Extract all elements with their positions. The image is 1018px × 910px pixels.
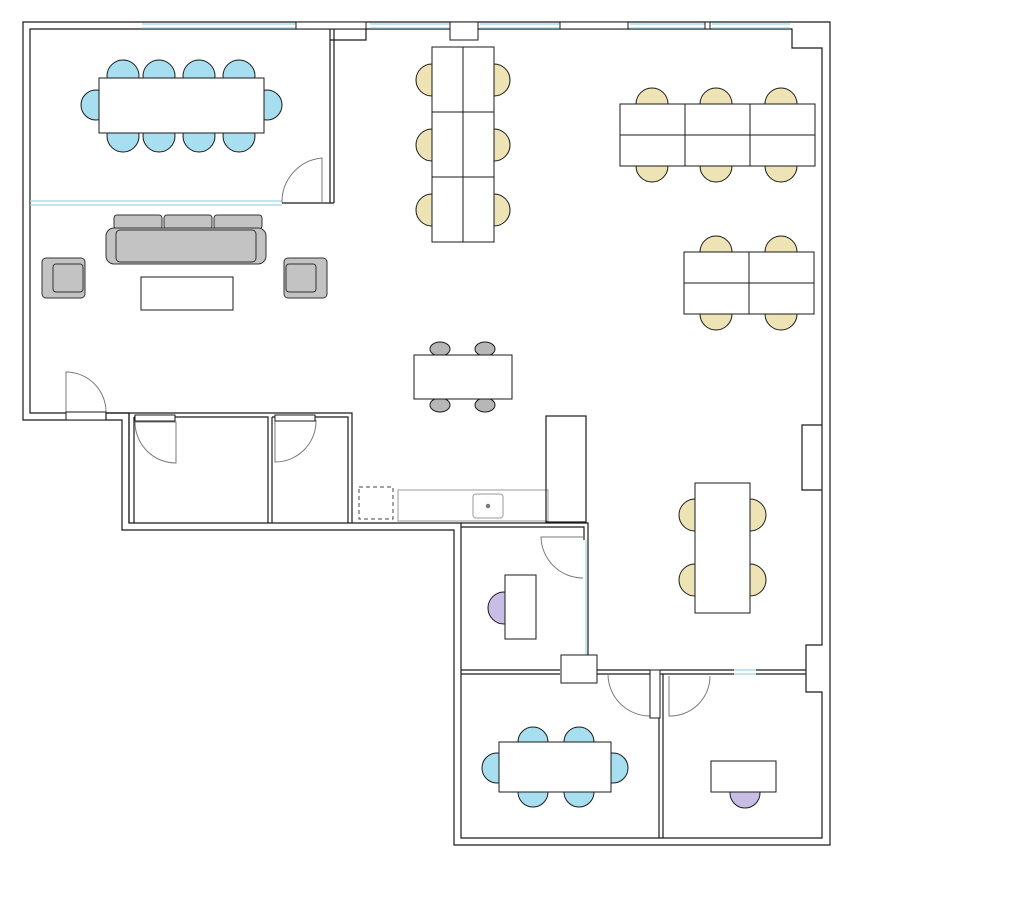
- armchair-right-seat: [285, 263, 317, 293]
- sink: [472, 493, 504, 519]
- workstations-row-middle: [683, 251, 815, 315]
- meeting-room-door: [607, 673, 651, 717]
- storage-door-2: [274, 419, 317, 463]
- entrance-door: [65, 371, 107, 420]
- storage-rooms: [106, 412, 353, 523]
- workstations-row-top: [619, 103, 816, 167]
- exterior-wall-outer: [22, 21, 831, 846]
- sofa-back-cushion: [163, 214, 213, 230]
- conference-room: [30, 29, 367, 206]
- cafe-chair: [474, 397, 496, 413]
- fridge: [358, 486, 394, 520]
- office-2-desk: [710, 760, 777, 793]
- top-windows: [142, 21, 790, 41]
- column: [449, 21, 479, 41]
- cafe-chair: [429, 341, 451, 357]
- sofa-seat: [115, 229, 257, 263]
- right-wall-notch: [801, 424, 822, 491]
- cafe-chair: [474, 341, 496, 357]
- cafe-chair: [429, 397, 451, 413]
- workstations-vertical: [431, 46, 495, 243]
- conference-table: [98, 77, 265, 134]
- cafe-chairs: [429, 341, 496, 413]
- coffee-table: [140, 276, 234, 311]
- storage-door-1: [134, 421, 177, 464]
- sofa-back-cushion: [113, 214, 163, 230]
- bottom-offices: [597, 669, 806, 838]
- small-meeting-table: [498, 741, 612, 793]
- lounge: [41, 214, 328, 311]
- office-1-door: [540, 536, 584, 579]
- office-2-door: [668, 675, 711, 717]
- conference-door: [281, 157, 323, 204]
- cafe-table: [413, 354, 513, 400]
- team-table: [694, 482, 751, 614]
- sofa-back-cushion: [213, 214, 263, 230]
- armchair-left-seat: [52, 263, 84, 293]
- kitchenette: [358, 415, 587, 523]
